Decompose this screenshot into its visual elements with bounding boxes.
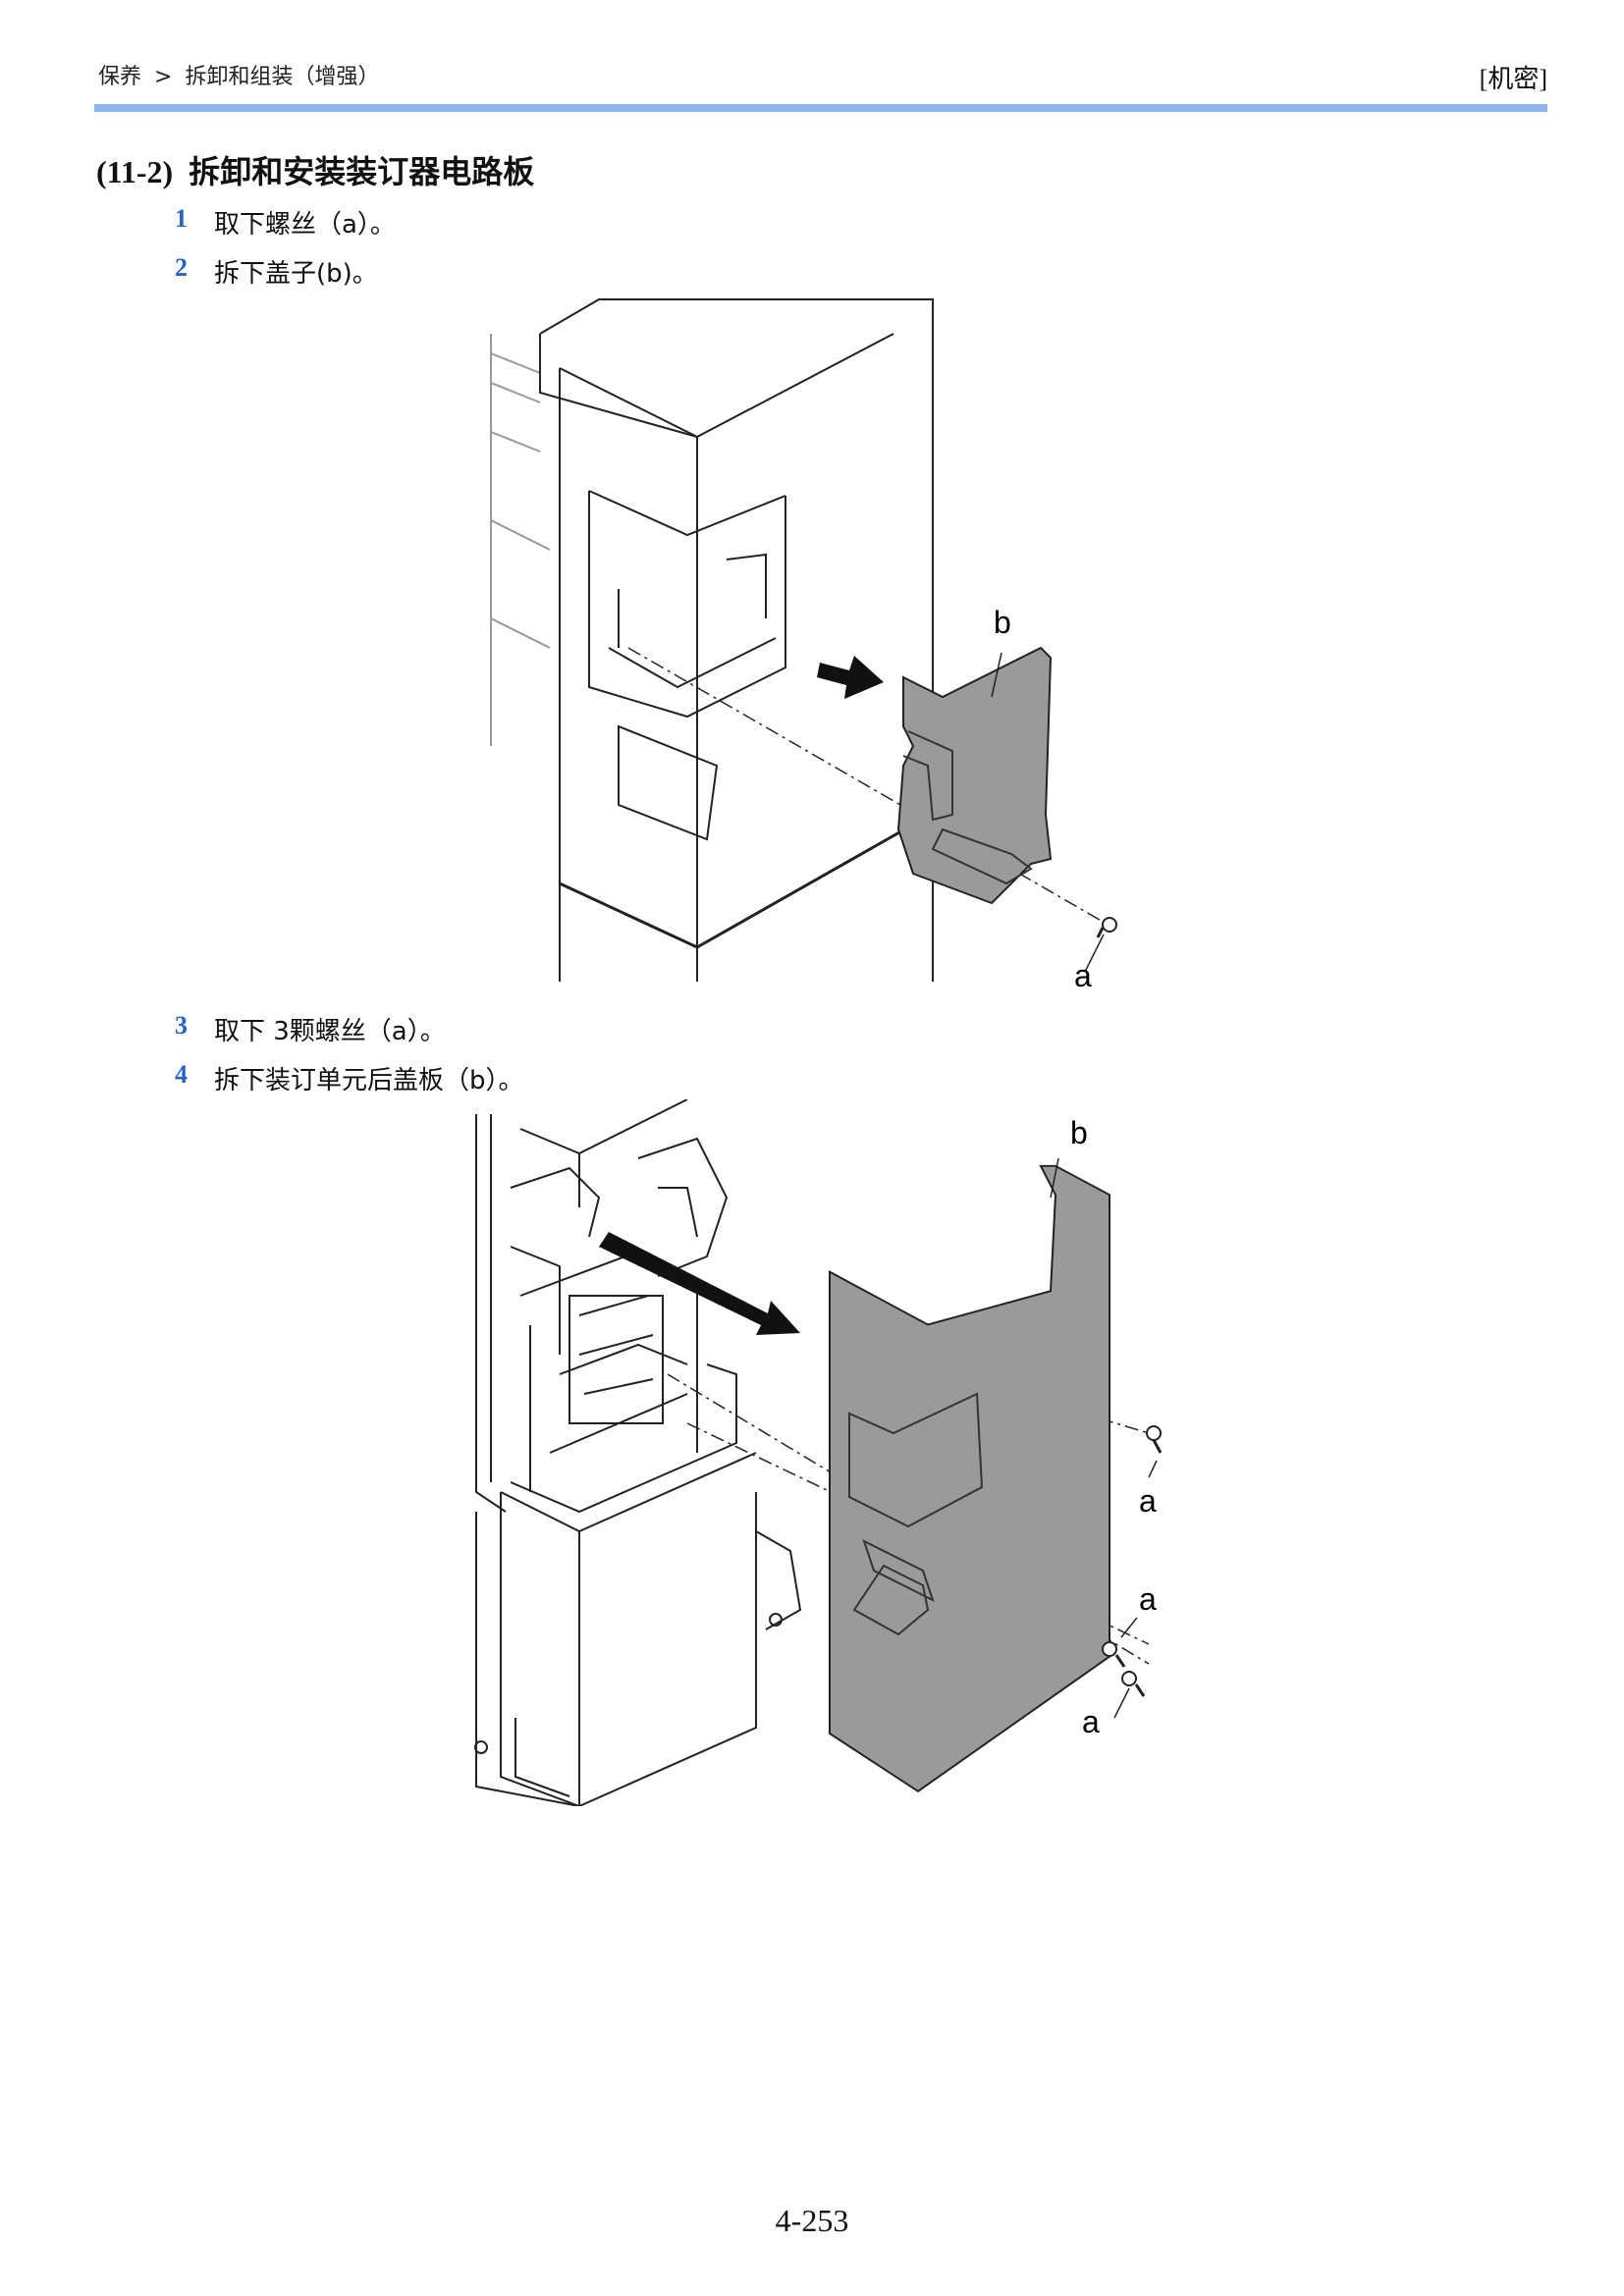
step-number: 4 [175, 1060, 188, 1089]
screw-icon [1146, 1425, 1163, 1454]
step-number: 2 [175, 253, 188, 282]
section-title: (11-2) 拆卸和安装装订器电路板 [96, 147, 534, 192]
screw-icon [1096, 917, 1117, 938]
figure-remove-rear-cover: b a a a [461, 1099, 1188, 1806]
step-text: 拆下装订单元后盖板（b）。 [214, 1066, 524, 1095]
step-text: 取下 3颗螺丝（a）。 [214, 1017, 446, 1046]
label-a: a [1074, 958, 1092, 993]
cover-part [896, 646, 1053, 905]
label-a: a [1139, 1581, 1157, 1617]
direction-arrow [817, 656, 884, 699]
page-header: 保养 > 拆卸和组装（增强） [机密] [94, 57, 1547, 93]
confidential-label: [机密] [1479, 65, 1547, 93]
breadcrumb-item: 拆卸和组装（增强） [185, 65, 380, 89]
page-number: 4-253 [775, 2203, 849, 2238]
label-a: a [1139, 1483, 1157, 1519]
screw-icon [1121, 1671, 1146, 1697]
figure-remove-cover: b a [481, 294, 1168, 1001]
section-number: (11-2) [96, 154, 174, 189]
direction-arrow [599, 1232, 800, 1335]
step-text: 拆下盖子(b)。 [214, 259, 378, 289]
breadcrumb-separator: > [154, 65, 173, 89]
figure-1-illustration: b a [490, 298, 1117, 993]
step-number: 3 [175, 1011, 188, 1040]
breadcrumb-item: 保养 [98, 65, 142, 89]
screw-icon [1102, 1641, 1126, 1668]
section-title-text: 拆卸和安装装订器电路板 [189, 154, 535, 189]
label-a: a [1082, 1704, 1100, 1739]
label-b: b [1070, 1115, 1088, 1150]
step-text: 取下螺丝（a）。 [214, 210, 396, 240]
figure-2-illustration: b a a a [474, 1099, 1163, 1806]
label-b: b [994, 605, 1011, 640]
step-number: 1 [175, 204, 188, 233]
breadcrumb: 保养 > 拆卸和组装（增强） [98, 59, 385, 90]
header-divider [94, 104, 1547, 112]
rear-cover-part [829, 1164, 1110, 1792]
